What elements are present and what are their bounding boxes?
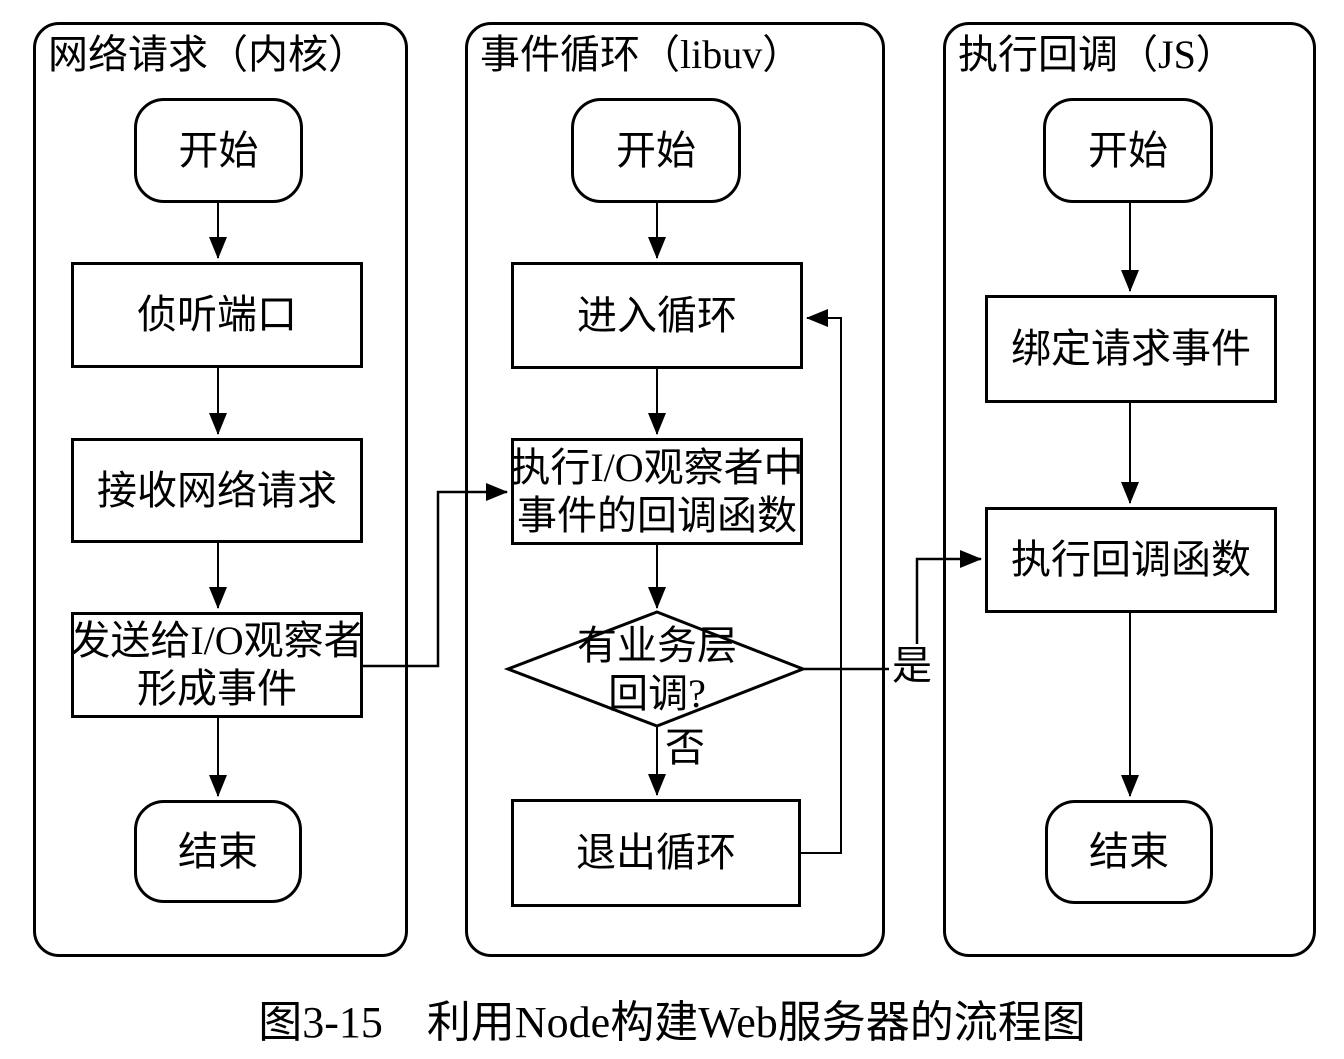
node-l3-start: 开始 <box>1043 98 1213 203</box>
figure-number: 图3-15 <box>258 998 383 1047</box>
node-l2-enter-loop: 进入循环 <box>511 262 803 369</box>
node-l1-end-label: 结束 <box>178 828 258 874</box>
node-l1-listen-port: 侦听端口 <box>71 262 363 368</box>
yes-branch-label: 是 <box>889 644 935 688</box>
node-l1-send-to-io-observer: 发送给I/O观察者 形成事件 <box>70 612 364 718</box>
node-l1-receive-request-label: 接收网络请求 <box>97 467 337 513</box>
node-l2-exit-loop-label: 退出循环 <box>576 830 736 875</box>
lane-execute-callback-js: 执行回调（JS） <box>943 22 1316 957</box>
node-l2-exec-io-line2: 事件的回调函数 <box>517 492 797 538</box>
node-l2-exec-io-line1: 执行I/O观察者中 <box>510 444 804 490</box>
node-l1-start: 开始 <box>134 98 303 203</box>
node-l2-start: 开始 <box>571 98 741 203</box>
node-l3-end-label: 结束 <box>1089 829 1169 874</box>
node-l3-bind-label: 绑定请求事件 <box>1011 326 1251 371</box>
node-l1-receive-request: 接收网络请求 <box>71 438 363 543</box>
node-l3-start-label: 开始 <box>1088 127 1168 173</box>
lane-title-network-kernel: 网络请求（内核） <box>48 32 368 77</box>
node-l3-exec-callback: 执行回调函数 <box>985 507 1277 613</box>
node-l1-start-label: 开始 <box>178 127 259 173</box>
lane-title-execute-callback-js: 执行回调（JS） <box>958 32 1236 77</box>
node-l1-send-line1: 发送给I/O观察者 <box>70 618 364 663</box>
node-l2-exec-io-callbacks: 执行I/O观察者中 事件的回调函数 <box>510 438 804 545</box>
node-l1-send-line2: 形成事件 <box>137 666 297 711</box>
node-l3-end: 结束 <box>1045 800 1213 904</box>
lane-network-kernel: 网络请求（内核） <box>33 22 408 957</box>
node-l2-exit-loop: 退出循环 <box>511 799 801 907</box>
node-l1-end: 结束 <box>134 800 302 903</box>
figure-caption-text: 利用Node构建Web服务器的流程图 <box>426 998 1086 1047</box>
lane-title-event-loop-libuv: 事件循环（libuv） <box>480 32 803 77</box>
node-l3-exec-callback-label: 执行回调函数 <box>1011 537 1251 582</box>
node-l1-listen-port-label: 侦听端口 <box>137 292 297 337</box>
node-l2-enter-loop-label: 进入循环 <box>577 292 737 338</box>
lane-event-loop-libuv: 事件循环（libuv） <box>465 22 885 957</box>
node-l3-bind-request-event: 绑定请求事件 <box>985 295 1277 403</box>
figure-caption: 图3-15 利用Node构建Web服务器的流程图 <box>0 986 1344 1050</box>
no-branch-label: 否 <box>665 725 705 770</box>
node-l2-start-label: 开始 <box>616 127 696 173</box>
